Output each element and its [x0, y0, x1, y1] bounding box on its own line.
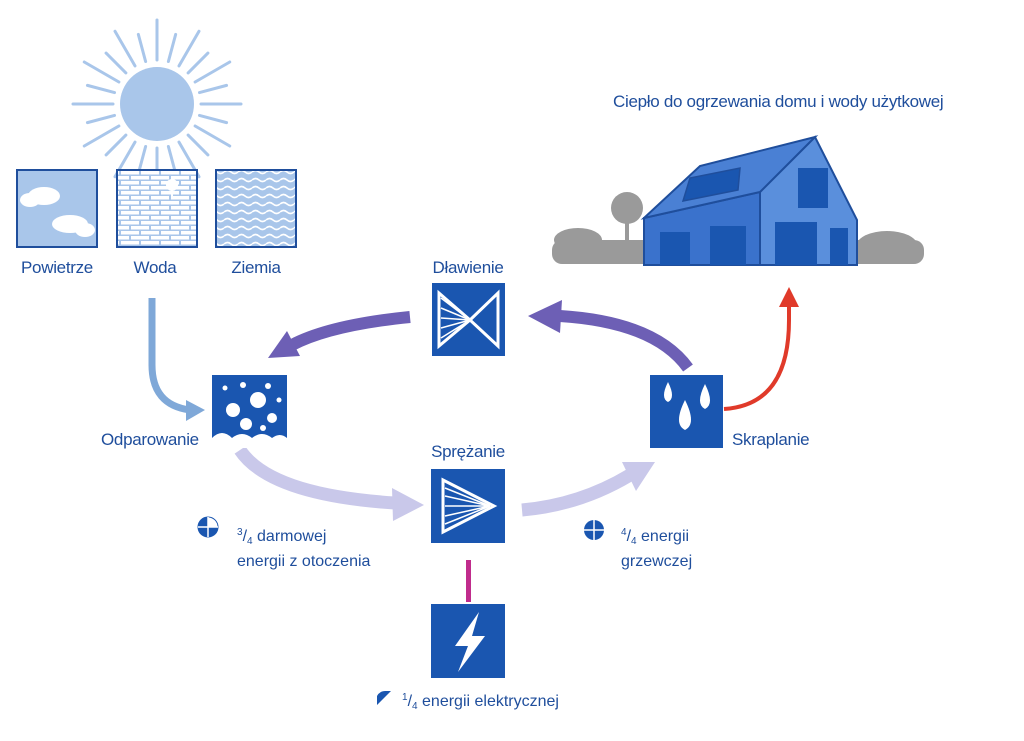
stage-throttling: Dławienie: [432, 258, 504, 277]
electric-line1: energii elektrycznej: [422, 693, 559, 710]
sun-ray: [136, 32, 148, 63]
ambient-line2: energii z otoczenia: [237, 553, 371, 570]
sun-ray: [85, 83, 116, 95]
sun-ray: [186, 51, 210, 75]
sun-ray: [166, 32, 178, 63]
sun-icon: [71, 18, 243, 190]
source-arrow: [148, 298, 205, 421]
stage-condensation: Skraplanie: [732, 430, 810, 449]
source-label-water: Woda: [133, 258, 177, 277]
heat-output-arrow: [723, 287, 799, 411]
stage-compression: Sprężanie: [431, 442, 505, 461]
water-icon: [116, 169, 198, 248]
source-label-earth: Ziemia: [231, 258, 281, 277]
sun-ray: [113, 29, 137, 68]
electric-num: 1: [402, 692, 408, 703]
energy-heating: 4/4 energii grzewczej: [621, 527, 693, 570]
electric-den: 4: [412, 701, 418, 712]
house-title: Ciepło do ogrzewania domu i wody użytkow…: [613, 92, 944, 111]
stage-evaporation: Odparowanie: [101, 430, 199, 449]
sun-ray: [193, 124, 232, 148]
sun-ray: [186, 133, 210, 157]
energy-ambient: 3/4 darmowej energii z otoczenia: [237, 527, 371, 570]
earth-icon: [215, 169, 297, 248]
ambient-den: 4: [247, 536, 253, 547]
ambient-num: 3: [237, 527, 243, 538]
electric-line: [466, 560, 471, 602]
sun-ray: [198, 83, 229, 95]
house-icon: [552, 135, 924, 266]
heating-den: 4: [631, 536, 637, 547]
sun-ray: [198, 113, 229, 125]
full-pie-icon: [584, 520, 604, 540]
cycle-arrow-top-left: [268, 311, 411, 358]
energy-electric: 1/4 energii elektrycznej: [402, 692, 559, 712]
quarter-pie-icon: [197, 516, 219, 538]
throttling-valve-icon: [432, 283, 505, 356]
condenser-icon: [650, 375, 723, 448]
air-icon: [16, 169, 98, 248]
sun-ray: [177, 29, 201, 68]
sun-ray: [82, 60, 121, 84]
heating-line2: grzewczej: [621, 553, 693, 570]
heating-line1: energii: [641, 528, 690, 545]
flow-arrow-bottom-left: [234, 446, 424, 521]
sun-ray: [82, 124, 121, 148]
flow-arrow-bottom-right: [521, 462, 655, 517]
sun-ray: [85, 113, 116, 125]
sun-ray: [104, 51, 128, 75]
heating-num: 4: [621, 527, 627, 538]
electric-pie-icon: [377, 690, 391, 705]
sun-ray: [193, 60, 232, 84]
source-label-air: Powietrze: [21, 258, 93, 277]
compressor-icon: [431, 469, 505, 543]
ambient-line1: darmowej: [257, 528, 327, 545]
cycle-arrow-top-right: [528, 300, 693, 372]
sun-ray: [104, 133, 128, 157]
electricity-icon: [431, 604, 505, 678]
evaporator-icon: [212, 375, 287, 448]
